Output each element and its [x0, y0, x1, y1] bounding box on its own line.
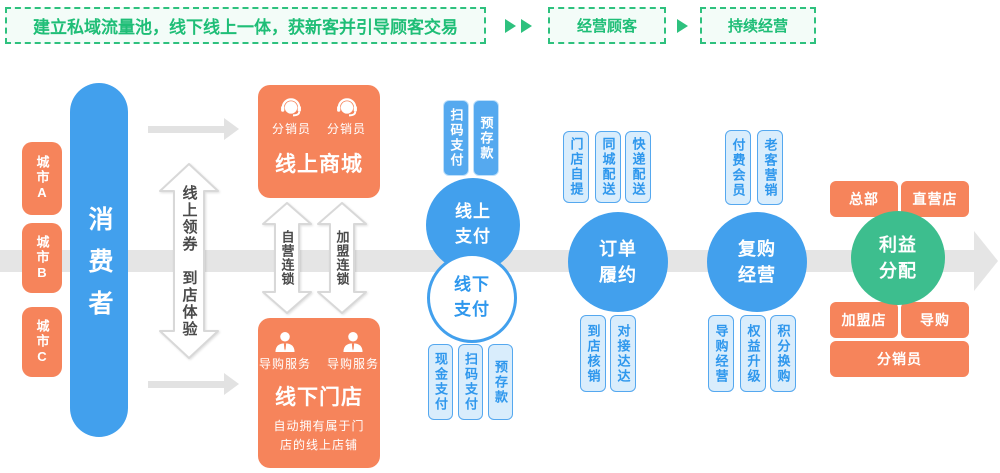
repurchase-title: 复购经营	[738, 238, 776, 285]
self-chain-label: 自营连锁	[279, 230, 295, 286]
flow-band-arrowhead-icon	[974, 231, 998, 291]
offline-pay-tab-cash-label: 现金支付	[433, 352, 448, 412]
banner-headline-text: 建立私域流量池，线下线上一体，获新客并引导顾客交易	[33, 18, 458, 37]
offline-payment-title: 线下支付	[454, 275, 490, 319]
fulfillment-circle: 订单履约	[568, 212, 668, 312]
fulfillment-tab-express: 快递配送	[625, 131, 651, 203]
profit-title: 利益分配	[879, 234, 917, 281]
franchise-chain-label: 加盟连锁	[334, 230, 350, 286]
fulfillment-tab-city-delivery: 同城配送	[595, 131, 621, 203]
repurchase-tab-paid-member: 付费会员	[725, 130, 751, 205]
profit-box-direct-store-label: 直营店	[912, 191, 958, 207]
banner-step2: 经营顾客	[548, 7, 666, 44]
profit-box-franchise-store-label: 加盟店	[841, 312, 887, 328]
distributor-label-1: 分销员	[271, 122, 311, 136]
arrow-to-mall-icon	[148, 126, 224, 133]
offline-store-title: 线下门店	[275, 386, 363, 409]
profit-box-hq: 总部	[830, 181, 898, 217]
fulfillment-tab-pickup: 门店自提	[563, 131, 589, 203]
step-arrow-icon	[677, 19, 688, 33]
repurchase-tab-points-label: 积分换购	[775, 323, 791, 384]
repurchase-tab-old-customer-label: 老客营销	[762, 137, 778, 198]
online-pay-tab-deposit-label: 预存款	[478, 115, 494, 161]
online-pay-tab-scan-label: 扫码支付	[448, 108, 464, 168]
fulfillment-tab-city-delivery-label: 同城配送	[600, 137, 616, 197]
city-b-box: 城市B	[22, 223, 62, 293]
offline-payment-circle: 线下支付	[427, 253, 517, 343]
online-pay-tab-scan: 扫码支付	[443, 100, 469, 176]
self-chain-arrow-icon	[262, 202, 312, 314]
profit-box-guide-label: 导购	[920, 312, 950, 328]
fulfillment-tab-dada: 对接达达	[610, 315, 636, 392]
fulfillment-tab-express-label: 快递配送	[630, 137, 646, 197]
online-mall-box: 分销员 分销员 线上商城	[258, 85, 380, 198]
city-a-box: 城市A	[22, 142, 62, 215]
profit-box-franchise-store: 加盟店	[830, 302, 898, 338]
offline-pay-tab-scan: 扫码支付	[458, 344, 483, 420]
offline-pay-tab-scan-label: 扫码支付	[463, 352, 478, 412]
guide-service-label-2: 导购服务	[327, 357, 380, 371]
profit-box-distributor-label: 分销员	[877, 351, 922, 367]
coupon-flow-down-label: 到店体验	[180, 270, 198, 338]
offline-pay-tab-deposit: 预存款	[488, 344, 513, 420]
city-a-label: 城市A	[34, 155, 50, 202]
profit-box-direct-store: 直营店	[901, 181, 969, 217]
profit-box-guide: 导购	[901, 302, 969, 338]
banner-step2-text: 经营顾客	[576, 18, 637, 35]
fulfillment-tab-dada-label: 对接达达	[615, 323, 631, 384]
city-b-label: 城市B	[34, 234, 50, 282]
repurchase-tab-guide: 导购经营	[708, 315, 734, 392]
online-payment-title: 线上支付	[455, 202, 491, 246]
coupon-flow-up-label: 线上领券	[180, 185, 198, 253]
offline-store-subtitle: 自动拥有属于门店的线上店铺	[273, 419, 365, 452]
banner-step3-text: 持续经营	[727, 18, 788, 35]
franchise-chain-arrow-icon	[317, 202, 367, 314]
arrow-to-mall-head-icon	[224, 118, 239, 140]
fulfillment-tab-verify-label: 到店核销	[585, 323, 601, 384]
guide-person-icon	[343, 331, 363, 352]
offline-pay-tab-cash: 现金支付	[428, 344, 453, 420]
step-arrow-icon	[521, 19, 532, 33]
online-mall-title: 线上商城	[275, 153, 363, 176]
online-pay-tab-deposit: 预存款	[473, 100, 499, 176]
repurchase-circle: 复购经营	[707, 212, 807, 312]
step-arrow-icon	[505, 19, 516, 33]
consumer-label: 消费者	[85, 205, 113, 332]
banner-step3: 持续经营	[700, 7, 816, 44]
guide-person-icon	[275, 331, 295, 352]
city-c-box: 城市C	[22, 307, 62, 377]
repurchase-tab-points: 积分换购	[770, 315, 796, 392]
arrow-to-store-icon	[148, 381, 224, 388]
repurchase-tab-guide-label: 导购经营	[713, 323, 729, 384]
coupon-double-arrow-icon	[159, 163, 219, 359]
distributor-headset-icon	[281, 98, 302, 117]
fulfillment-title: 订单履约	[599, 238, 637, 285]
repurchase-tab-rights-label: 权益升级	[745, 323, 761, 384]
profit-box-distributor: 分销员	[830, 341, 969, 377]
offline-pay-tab-deposit-label: 预存款	[493, 359, 508, 405]
guide-service-label-1: 导购服务	[258, 357, 311, 371]
banner-headline: 建立私域流量池，线下线上一体，获新客并引导顾客交易	[5, 7, 486, 44]
city-c-label: 城市C	[34, 318, 50, 366]
offline-store-box: 导购服务 导购服务 线下门店 自动拥有属于门店的线上店铺	[258, 318, 380, 468]
consumer-pill: 消费者	[70, 83, 128, 437]
fulfillment-tab-pickup-label: 门店自提	[568, 137, 584, 197]
repurchase-tab-rights: 权益升级	[740, 315, 766, 392]
distributor-headset-icon	[336, 98, 357, 117]
profit-box-hq-label: 总部	[849, 191, 879, 207]
arrow-to-store-head-icon	[224, 373, 239, 395]
fulfillment-tab-verify: 到店核销	[580, 315, 606, 392]
repurchase-tab-paid-member-label: 付费会员	[730, 137, 746, 198]
repurchase-tab-old-customer: 老客营销	[757, 130, 783, 205]
profit-circle: 利益分配	[851, 211, 945, 305]
distributor-label-2: 分销员	[327, 122, 367, 136]
